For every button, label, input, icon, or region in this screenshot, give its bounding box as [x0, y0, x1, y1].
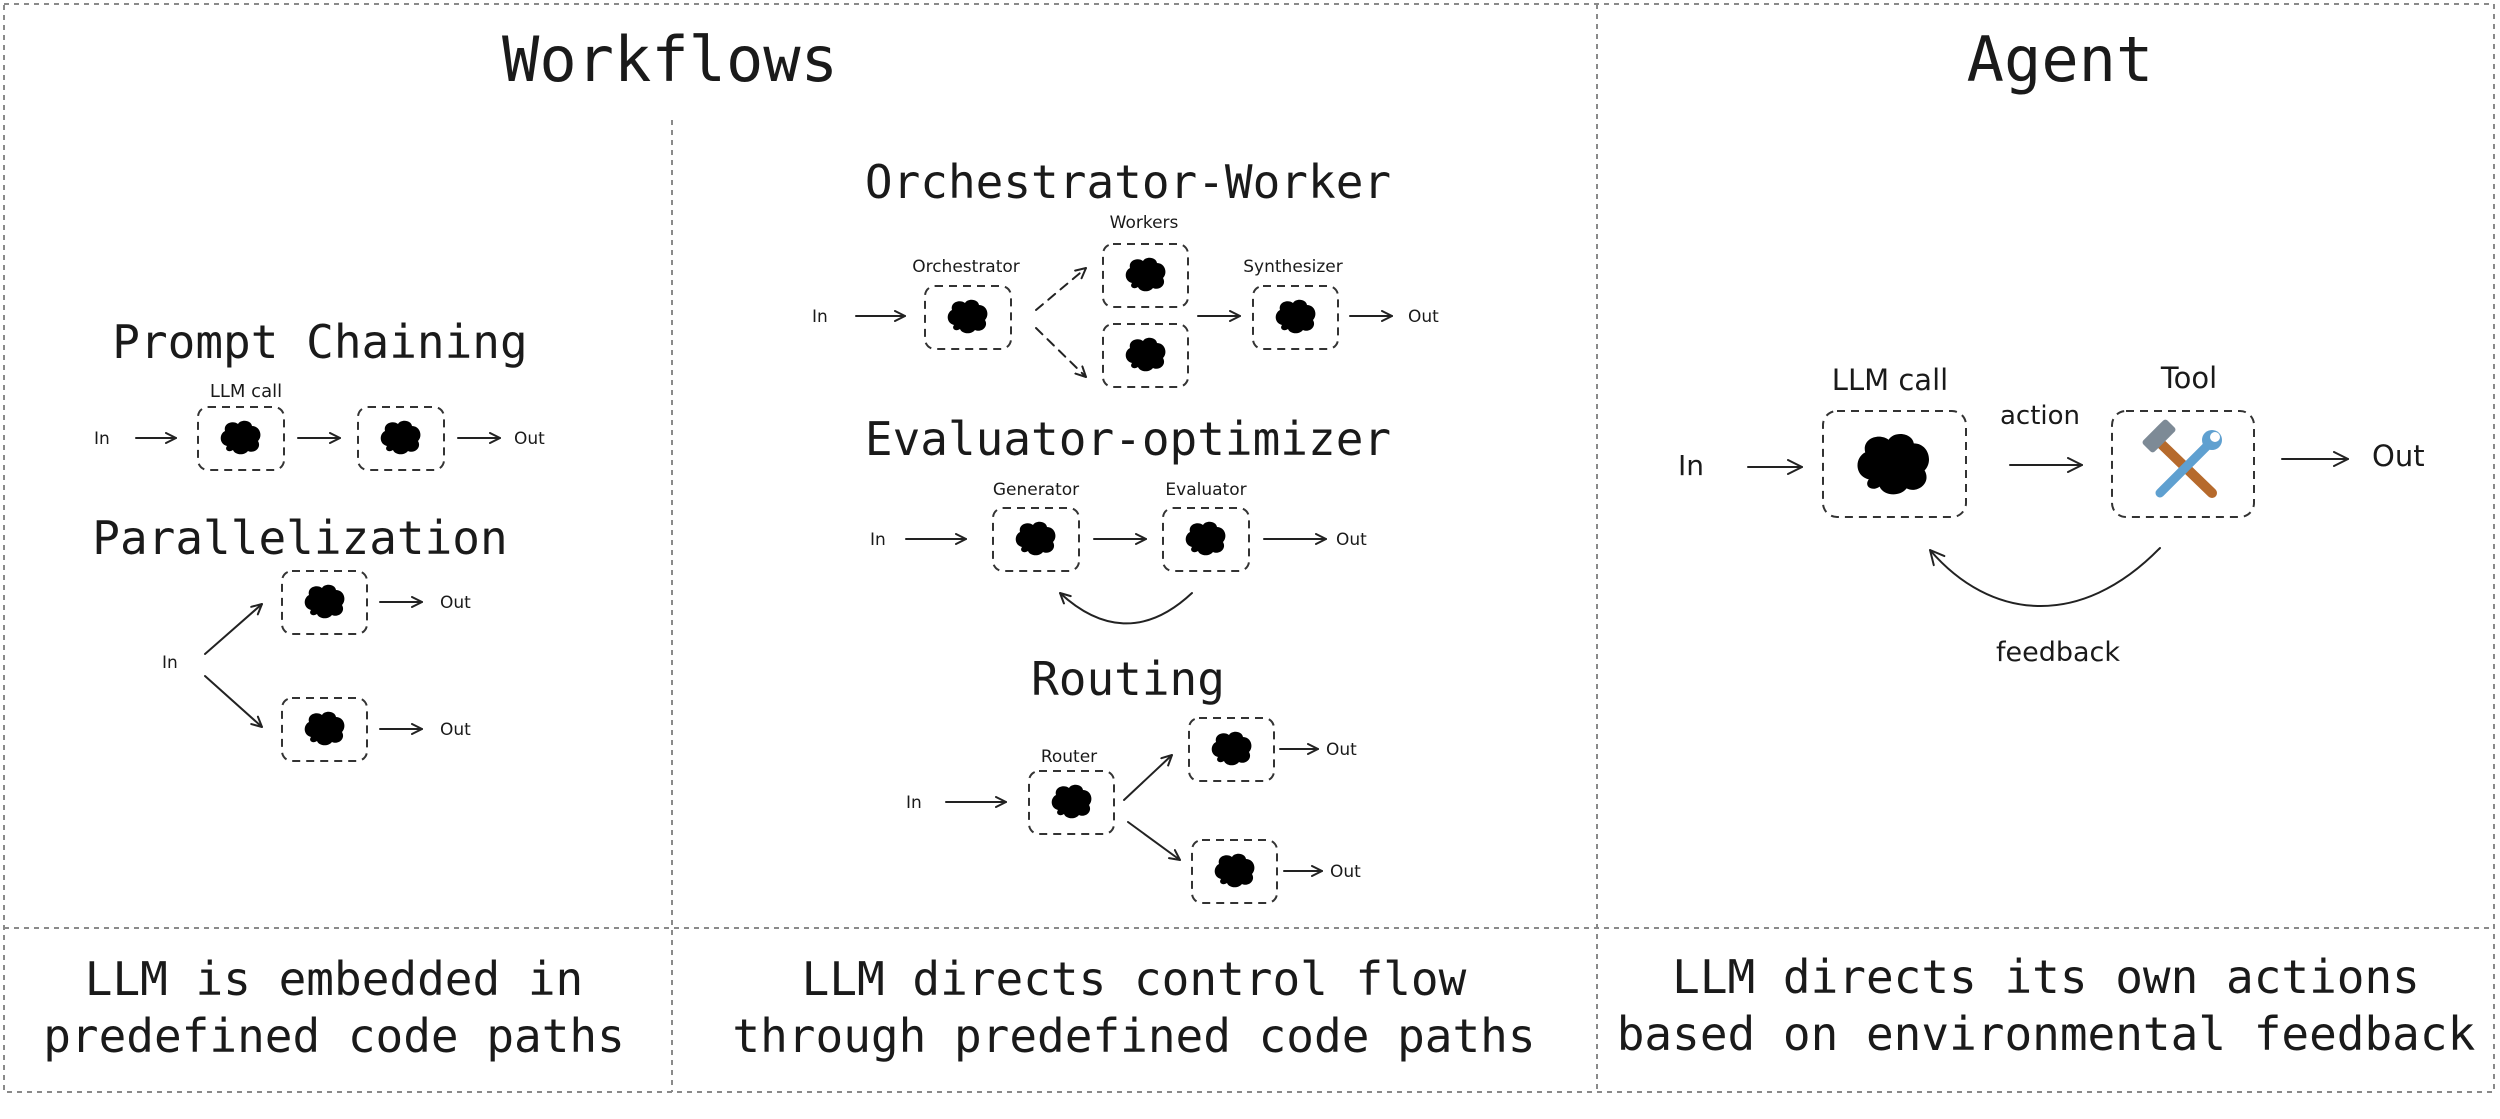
- footer-col2-line1: LLM directs control flow: [802, 952, 1467, 1006]
- agent-out-label: Out: [2372, 439, 2425, 473]
- agent-tool-label: Tool: [2160, 361, 2217, 395]
- orchestrator-worker-title: Orchestrator-Worker: [865, 155, 1391, 209]
- footer-col3-line2: based on environmental feedback: [1617, 1007, 2476, 1061]
- workers-label: Workers: [1110, 213, 1179, 233]
- footer-col1-line2: predefined code paths: [43, 1009, 625, 1063]
- parallelization-arrow-down: [204, 675, 263, 728]
- routing-title: Routing: [1031, 652, 1225, 706]
- footer-col3-line1: LLM directs its own actions: [1672, 950, 2420, 1004]
- evaluator-in-label: In: [870, 530, 886, 550]
- router-arrow-up: [1123, 754, 1173, 801]
- evaluator-optimizer-title: Evaluator-optimizer: [865, 412, 1391, 466]
- workflows-header: Workflows: [502, 23, 838, 96]
- routing-out-label-2: Out: [1330, 862, 1361, 882]
- parallelization-out-label-2: Out: [440, 720, 471, 740]
- orchestrator-in-label: In: [812, 307, 828, 327]
- agent-feedback-label: feedback: [1996, 637, 2120, 668]
- routing-in-label: In: [906, 793, 922, 813]
- orchestrator-label: Orchestrator: [912, 257, 1020, 277]
- orchestrator-to-worker-1-arrow: [1035, 267, 1087, 311]
- synthesizer-label: Synthesizer: [1243, 257, 1342, 277]
- parallelization-in-label: In: [162, 653, 178, 673]
- orchestrator-out-label: Out: [1408, 307, 1439, 327]
- agent-panel: In LLM call action Tool Out feedback: [1678, 361, 2425, 668]
- parallelization-arrow-up: [204, 603, 263, 655]
- generator-label: Generator: [993, 480, 1079, 500]
- footer-col1-line1: LLM is embedded in: [85, 952, 584, 1006]
- router-arrow-down: [1127, 821, 1181, 861]
- orchestrator-worker-panel: Orchestrator-Worker In Orchestrator Work…: [812, 155, 1439, 388]
- router-label: Router: [1041, 747, 1097, 767]
- evaluator-out-label: Out: [1336, 530, 1367, 550]
- prompt-chaining-panel: Prompt Chaining In LLM call Out: [94, 315, 545, 471]
- parallelization-title: Parallelization: [92, 511, 507, 565]
- evaluator-feedback-arrow: [1059, 592, 1193, 625]
- parallelization-out-label-1: Out: [440, 593, 471, 613]
- evaluator-label: Evaluator: [1165, 480, 1246, 500]
- evaluator-optimizer-panel: Evaluator-optimizer In Generator Evaluat…: [865, 412, 1391, 625]
- footer: LLM is embedded in predefined code paths…: [43, 950, 2475, 1063]
- hammer-wrench-icon: [2142, 419, 2222, 498]
- outer-border: [3, 3, 2495, 1093]
- agent-feedback-arrow: [1929, 547, 2161, 607]
- agent-header: Agent: [1967, 23, 2154, 96]
- routing-out-label-1: Out: [1326, 740, 1357, 760]
- prompt-chaining-node-label: LLM call: [210, 381, 282, 402]
- orchestrator-to-worker-2-arrow: [1035, 327, 1087, 378]
- prompt-chaining-title: Prompt Chaining: [112, 315, 527, 369]
- agent-action-label: action: [2000, 401, 2080, 431]
- prompt-chaining-out-label: Out: [514, 429, 545, 449]
- layout-frame: [3, 3, 2495, 1093]
- agent-llm-call-label: LLM call: [1832, 363, 1948, 397]
- prompt-chaining-in-label: In: [94, 429, 110, 449]
- agent-in-label: In: [1678, 449, 1704, 482]
- footer-col2-line2: through predefined code paths: [732, 1009, 1535, 1063]
- routing-panel: Routing In Router Out Out: [906, 652, 1361, 904]
- parallelization-panel: Parallelization In Out Out: [92, 511, 508, 762]
